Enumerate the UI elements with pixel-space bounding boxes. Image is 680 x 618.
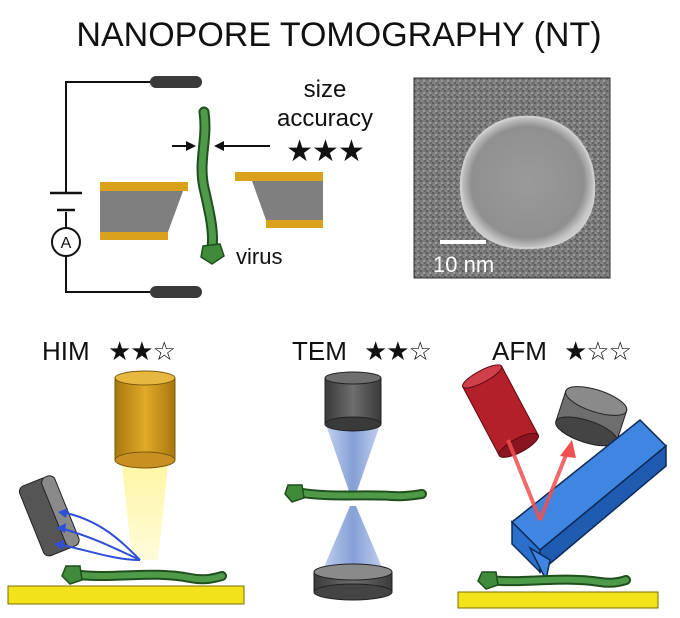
cantilever-end bbox=[511, 520, 541, 574]
afm-tip bbox=[528, 546, 551, 583]
tem-stars-rating: ★★☆ bbox=[364, 336, 431, 366]
arrowhead-left-icon bbox=[186, 141, 196, 151]
tem-detector-base bbox=[313, 583, 393, 601]
membrane-left-bottom-layer bbox=[100, 232, 168, 240]
electrode-top bbox=[150, 76, 202, 88]
ion-column bbox=[114, 377, 176, 461]
electron-arrow-3-icon bbox=[54, 540, 64, 550]
page-title: NANOPORE TOMOGRAPHY (NT) bbox=[76, 16, 601, 54]
tem-micrograph: 10 nm bbox=[413, 77, 611, 279]
afm-substrate bbox=[457, 591, 659, 609]
electron-path-3 bbox=[57, 543, 141, 561]
him-virus-head bbox=[61, 565, 83, 585]
size-label: size bbox=[304, 76, 347, 103]
scale-bar bbox=[440, 240, 486, 244]
tem-label: TEM bbox=[292, 336, 347, 366]
him-stars-rating: ★★☆ bbox=[108, 336, 175, 366]
circuit-wire-top bbox=[65, 81, 152, 192]
accuracy-label: accuracy bbox=[277, 105, 373, 132]
ammeter-icon bbox=[51, 227, 81, 257]
membrane-left-silicon bbox=[100, 191, 183, 232]
electron-arrow-2-icon bbox=[56, 523, 66, 533]
virus-label: virus bbox=[236, 244, 282, 269]
tem-detector-top bbox=[313, 563, 393, 581]
afm-virus bbox=[487, 576, 629, 586]
membrane-left-top-layer bbox=[100, 182, 188, 191]
electrode-bottom bbox=[150, 286, 202, 298]
secondary-electron-detector bbox=[18, 475, 80, 557]
membrane-right-top-layer bbox=[235, 172, 323, 181]
laser-arrow-icon bbox=[560, 440, 576, 458]
him-label: HIM bbox=[42, 336, 90, 366]
scale-bar-label: 10 nm bbox=[433, 252, 494, 277]
arrowhead-right-icon bbox=[214, 141, 224, 151]
membrane-right-bottom-layer bbox=[266, 220, 323, 228]
electron-path-2 bbox=[59, 527, 141, 561]
tem-condenser-top bbox=[324, 371, 382, 385]
ion-beam bbox=[122, 465, 168, 560]
electron-path-1 bbox=[61, 511, 141, 561]
ammeter-label: A bbox=[61, 235, 72, 252]
nt-stars-rating: ★★★ bbox=[286, 135, 364, 168]
ion-column-top bbox=[114, 370, 176, 386]
membrane-right-silicon bbox=[252, 181, 323, 220]
him-panel: HIM ★★☆ bbox=[7, 336, 245, 605]
tem-virus-head bbox=[284, 484, 305, 503]
circuit-wire-bottom bbox=[65, 256, 152, 293]
micrograph-frame bbox=[413, 77, 611, 279]
him-substrate bbox=[7, 585, 245, 605]
tem-condenser-base bbox=[324, 416, 382, 432]
tem-panel: TEM ★★☆ bbox=[284, 336, 432, 601]
photodetector bbox=[555, 386, 628, 447]
afm-panel: AFM ★☆☆ bbox=[457, 336, 668, 609]
virus-head bbox=[200, 243, 225, 265]
tem-virus bbox=[293, 489, 425, 500]
electron-beam-upper bbox=[326, 425, 380, 494]
ion-column-base bbox=[114, 451, 176, 469]
laser-source bbox=[462, 364, 539, 458]
afm-stars-rating: ★☆☆ bbox=[564, 336, 631, 366]
afm-label: AFM bbox=[492, 336, 547, 366]
afm-virus-head bbox=[477, 571, 499, 590]
virus-filament bbox=[198, 108, 216, 252]
laser-incident-beam bbox=[506, 439, 542, 521]
laser-reflected-beam bbox=[538, 449, 570, 521]
him-virus bbox=[69, 571, 225, 583]
electron-arrow-1-icon bbox=[58, 508, 68, 518]
electron-beam-lower bbox=[322, 506, 384, 572]
virus-particle-image bbox=[459, 115, 596, 250]
nanopore-schematic: A size accuracy ★★★ virus bbox=[50, 76, 373, 298]
